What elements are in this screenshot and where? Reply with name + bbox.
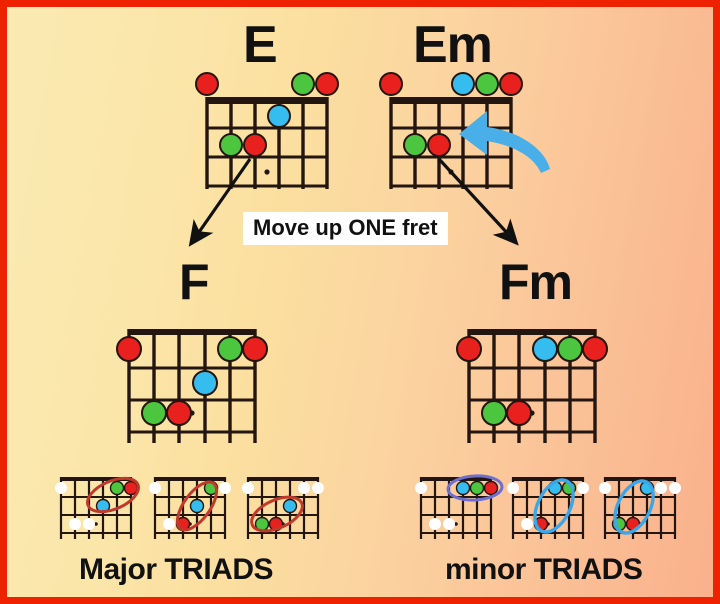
minor-triads-label: minor TRIADS [445,553,643,586]
open-dot [429,518,441,530]
open-dot [242,482,254,494]
chord-dot [557,336,583,362]
open-dot [415,482,427,494]
chord-title-em: Em [413,16,493,74]
open-dot [149,482,161,494]
chord-dot [219,133,243,157]
chord-dot [217,336,243,362]
blue-curve-arrow-icon [447,91,557,176]
chord-dot [109,480,125,496]
open-dot [669,482,681,494]
open-dot [443,518,455,530]
major-triad-2 [149,469,235,541]
chord-dot [499,72,523,96]
nut [129,329,255,335]
chord-dot [141,400,167,426]
open-dot [83,518,95,530]
chord-dot [456,336,482,362]
nut [469,329,595,335]
chord-dot [403,133,427,157]
open-dot [219,482,231,494]
minor-triad-3 [599,469,685,541]
chord-dot [469,480,485,496]
highlight-ring [533,478,575,534]
chord-dot [427,133,451,157]
chord-dot [475,72,499,96]
open-dot [69,518,81,530]
chord-dot [282,498,298,514]
major-triad-3 [242,469,328,541]
chord-dot [242,336,268,362]
chord-dot [243,133,267,157]
major-triad-1 [55,469,141,541]
open-dot [577,482,589,494]
chord-dot [379,72,403,96]
open-dot [655,482,667,494]
chord-dot [451,72,475,96]
chord-dot [166,400,192,426]
highlight-ring [86,476,140,514]
highlight-ring [446,474,504,502]
open-dot [163,518,175,530]
chord-dot [116,336,142,362]
chord-dot [267,104,291,128]
chord-diagram-f [116,325,268,445]
chord-diagram-e [195,71,341,191]
nut [207,97,327,104]
chord-dot [315,72,339,96]
chord-dot [189,498,205,514]
chord-title-f: F [179,254,210,310]
minor-triad-2 [507,469,593,541]
move-up-one-fret-label: Move up ONE fret [243,212,448,246]
highlight-ring [250,495,304,533]
major-triads-label: Major TRIADS [79,553,274,586]
chord-diagram-fm [456,325,608,445]
chord-title-e: E [243,16,278,74]
open-dot [298,482,310,494]
chord-dot [195,72,219,96]
nut [391,97,511,104]
chord-dot [481,400,507,426]
open-dot [55,482,67,494]
chord-title-fm: Fm [499,254,573,310]
open-dot [599,482,611,494]
highlight-ring [175,480,219,532]
chord-dot [192,370,218,396]
chord-dot [532,336,558,362]
open-dot [312,482,324,494]
open-dot [507,482,519,494]
minor-triad-1 [415,469,504,541]
chord-dot [582,336,608,362]
chord-dot [455,480,471,496]
chord-dot [506,400,532,426]
chord-dot [483,480,499,496]
chord-dot [291,72,315,96]
highlight-ring [613,479,655,535]
open-dot [521,518,533,530]
